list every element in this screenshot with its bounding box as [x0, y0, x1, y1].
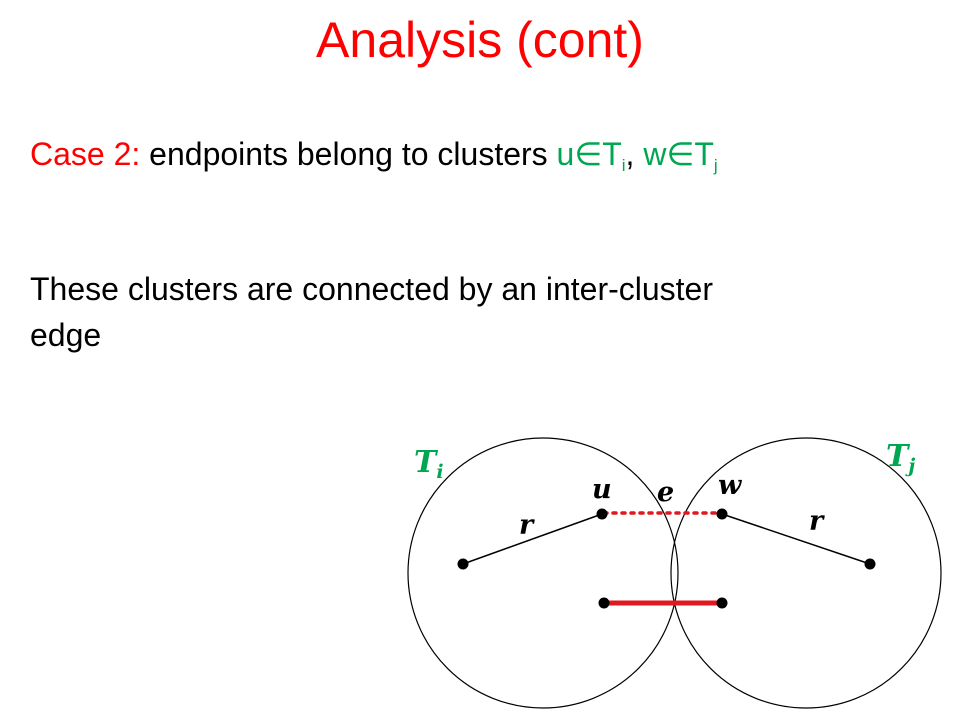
case-text: endpoints belong to clusters: [140, 136, 557, 172]
radius-line-left: [462, 513, 603, 565]
case-label: Case 2:: [30, 136, 141, 172]
label-u: u: [592, 474, 612, 505]
case-t: T: [602, 136, 622, 172]
case-u-expression: u∈Ti: [556, 136, 626, 175]
slide-title: Analysis (cont): [316, 12, 644, 68]
node-center-tj: [864, 558, 876, 570]
case-line: Case 2: endpoints belong to clusters u∈T…: [30, 132, 718, 188]
label-e: e: [657, 477, 674, 508]
case-u: u: [556, 136, 575, 172]
node-edge-left: [598, 597, 610, 609]
node-edge-right: [716, 597, 728, 609]
label-r-right: r: [809, 506, 825, 537]
node-w: [716, 508, 728, 520]
label-r-left: r: [519, 510, 535, 541]
case-w: w: [643, 136, 667, 172]
case-sub-i: i: [621, 156, 626, 175]
node-center-ti: [457, 558, 469, 570]
label-tj: Tj: [886, 439, 915, 477]
case-sub-j: j: [713, 156, 718, 175]
node-u: [596, 508, 608, 520]
label-ti: Ti: [414, 445, 444, 483]
radius-line-right: [721, 513, 871, 565]
label-w: w: [718, 470, 743, 501]
body-text: These clusters are connected by an inter…: [30, 271, 713, 353]
cluster-ti-circle: [407, 437, 679, 709]
cluster-tj-circle: [670, 437, 942, 709]
case-comma: ,: [625, 136, 644, 172]
case-t-2: T: [694, 136, 714, 172]
element-of-symbol: ∈: [574, 136, 603, 172]
element-of-symbol-2: ∈: [666, 136, 695, 172]
case-w-expression: w∈Tj: [643, 136, 718, 175]
